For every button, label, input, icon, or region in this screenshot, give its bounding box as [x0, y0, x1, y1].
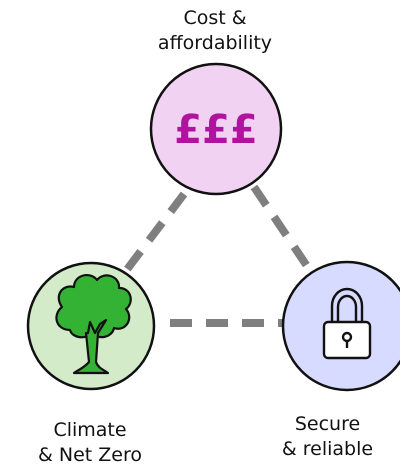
connector-top-right: [250, 184, 319, 281]
pound-sign-icon: £££: [174, 107, 258, 153]
label-cost-line2: affordability: [157, 32, 273, 54]
label-climate-net-zero: Climate & Net Zero: [0, 418, 180, 468]
label-cost-affordability: Cost & affordability: [115, 6, 315, 56]
label-secure-reliable: Secure & reliable: [255, 412, 400, 462]
node-cost-affordability: £££: [149, 62, 283, 196]
label-secure-line1: Secure: [294, 413, 361, 435]
label-secure-line2: & reliable: [281, 438, 374, 460]
connectors: [115, 184, 319, 327]
padlock-icon: [322, 287, 372, 360]
connector-top-left: [115, 191, 188, 283]
tree-icon: [55, 274, 132, 375]
label-climate-line2: & Net Zero: [38, 444, 142, 466]
label-climate-line1: Climate: [53, 419, 127, 441]
node-climate-net-zero: [26, 261, 156, 391]
node-secure-reliable: [281, 260, 400, 392]
label-cost-line1: Cost &: [183, 7, 247, 29]
cost-circle: [149, 62, 283, 196]
